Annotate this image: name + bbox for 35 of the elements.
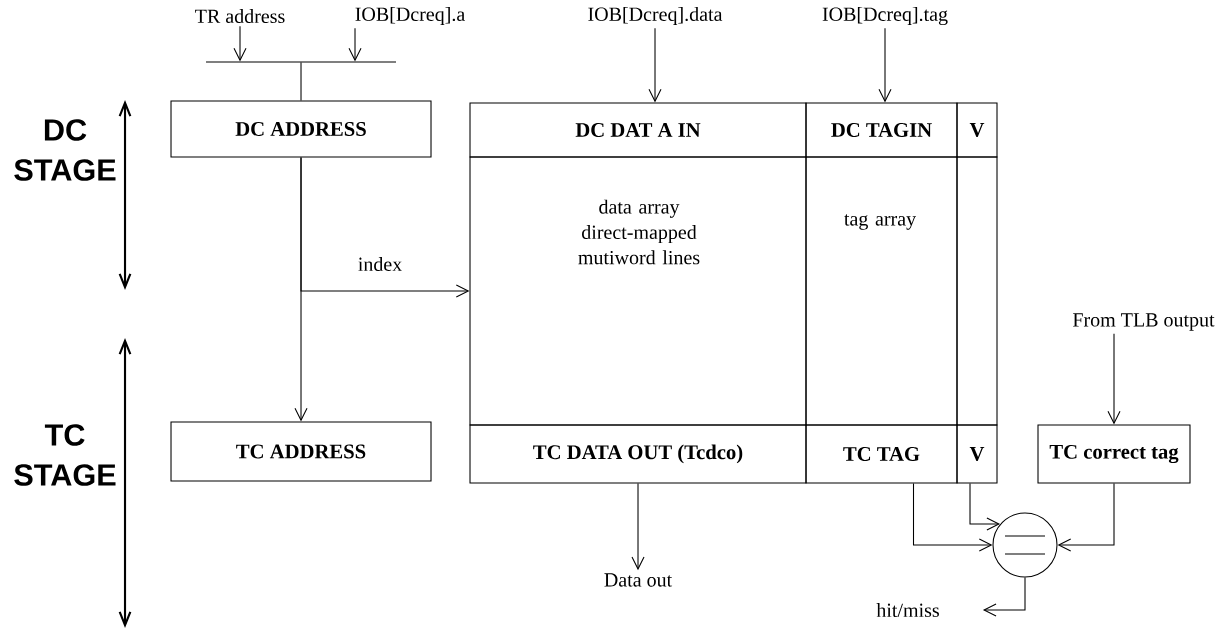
arrow	[233, 25, 247, 62]
signal-label: TR address	[195, 8, 285, 24]
bus-line	[205, 61, 397, 63]
signal-label: IOB[Dcreq].tag	[822, 6, 948, 26]
array-cell: tag array	[805, 156, 958, 426]
signal-label: IOB[Dcreq].a	[355, 6, 465, 26]
arrow	[982, 577, 1026, 617]
signal-label: From TLB output	[1073, 313, 1215, 331]
edge-label: index	[356, 255, 404, 273]
register-box: DC TAGIN	[805, 102, 958, 158]
arrow	[648, 27, 662, 103]
comparator-circle	[992, 512, 1058, 578]
register-box: DC ADDRESS	[170, 100, 432, 158]
arrow	[348, 27, 362, 62]
register-box: V	[956, 102, 998, 158]
signal-label: Data out	[604, 573, 673, 587]
arrow	[1057, 483, 1115, 552]
register-box: TC correct tag	[1037, 424, 1191, 484]
stage-label: DC STAGE	[14, 119, 116, 181]
signal-label: IOB[Dcreq].data	[588, 6, 723, 26]
arrow	[294, 157, 308, 422]
arrow	[878, 27, 892, 103]
register-box: TC TAG	[805, 424, 958, 484]
arrow	[969, 483, 1001, 531]
signal-label: hit/miss	[876, 602, 939, 617]
array-cell: data array direct-mapped mutiword lines	[469, 156, 807, 426]
arrow	[631, 483, 645, 571]
register-box: TC ADDRESS	[170, 421, 432, 482]
arrow	[1107, 333, 1121, 425]
array-cell	[956, 156, 998, 426]
register-box: TC DATA OUT (Tcdco)	[469, 424, 807, 484]
stage-label: TC STAGE	[14, 424, 116, 486]
register-box: V	[956, 424, 998, 484]
register-box: DC DAT A IN	[469, 102, 807, 158]
arrow	[912, 483, 993, 552]
